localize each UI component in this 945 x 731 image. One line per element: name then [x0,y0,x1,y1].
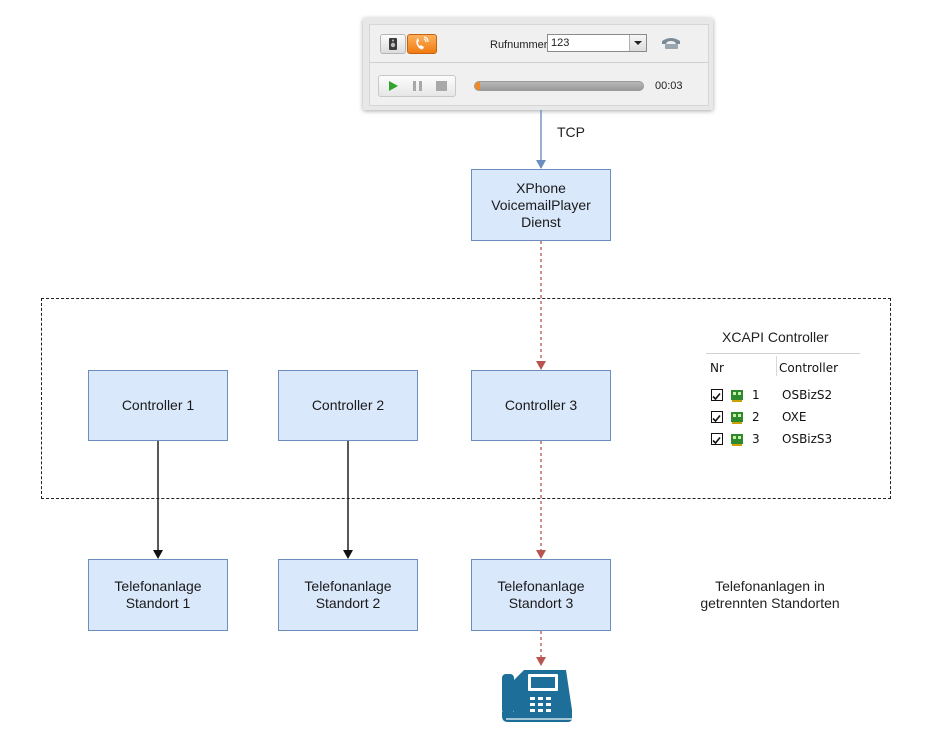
speaker-button[interactable] [380,34,406,54]
stop-icon [436,81,447,91]
column-nr-header: Nr [710,361,724,375]
controller-card-icon [731,412,743,424]
controller-1-box: Controller 1 [88,370,228,441]
pbx-standort-2-box: Telefonanlage Standort 2 [278,559,418,631]
xcapi-controller-table: Nr Controller 1 OSBizS2 2 OXE 3 OSBizS3 [706,353,860,463]
xcapi-table-header: Nr Controller [706,353,860,376]
controller3-to-pbx3-arrowhead [536,550,546,559]
stop-button[interactable] [432,78,452,94]
controller1-to-pbx1-arrowhead [153,550,163,559]
handset-icon [416,36,429,50]
playback-time: 00:03 [655,80,683,92]
table-row: 1 OSBizS2 [706,385,860,407]
row-nr: 1 [752,388,760,402]
checkbox-checked-icon[interactable] [711,411,723,423]
row-controller: OSBizS3 [782,432,833,446]
row-nr: 3 [752,432,760,446]
rufnummer-label: Rufnummer: [490,39,551,51]
pause-icon [413,81,422,91]
pause-button[interactable] [408,78,428,94]
chevron-down-icon[interactable] [629,35,646,51]
controller-2-box: Controller 2 [278,370,418,441]
column-controller-header: Controller [779,361,839,375]
player-separator [370,62,708,63]
checkbox-checked-icon[interactable] [711,433,723,445]
voicemail-player-widget: Rufnummer: 123 [363,18,713,110]
controller2-to-pbx2-arrowhead [343,550,353,559]
column-divider [776,356,777,376]
table-row: 2 OXE [706,407,860,429]
xcapi-controller-title: XCAPI Controller [722,329,829,345]
playback-progress-bar[interactable] [474,81,644,91]
tcp-arrowhead [536,160,546,169]
controller-3-box: Controller 3 [471,370,611,441]
playback-progress-fill [475,82,481,90]
table-row: 3 OSBizS3 [706,429,860,451]
tcp-label: TCP [557,124,585,140]
xcapi-controller-group [41,298,891,499]
voicemailplayer-service-box: XPhone VoicemailPlayer Dienst [471,169,611,241]
row-controller: OSBizS2 [782,388,833,402]
pbx3-to-phone-arrowhead [536,657,546,666]
row-nr: 2 [752,410,760,424]
play-icon [389,81,398,91]
service-to-controller3-arrowhead [536,361,546,370]
pbx-locations-note: Telefonanlagen in getrennten Standorten [700,578,840,611]
checkbox-checked-icon[interactable] [711,389,723,401]
row-controller: OXE [782,410,807,424]
hangup-button[interactable] [660,35,682,51]
rufnummer-combobox[interactable]: 123 [547,34,647,52]
handset-button[interactable] [407,34,437,54]
play-button[interactable] [383,78,403,94]
hangup-icon [662,38,680,49]
transport-controls [378,75,456,97]
speaker-icon [389,38,397,50]
desk-phone-icon [502,670,572,722]
pbx-standort-1-box: Telefonanlage Standort 1 [88,559,228,631]
player-panel: Rufnummer: 123 [369,24,709,106]
rufnummer-value: 123 [551,37,570,49]
pbx-standort-3-box: Telefonanlage Standort 3 [471,559,611,631]
controller-card-icon [731,390,743,402]
controller-card-icon [731,434,743,446]
